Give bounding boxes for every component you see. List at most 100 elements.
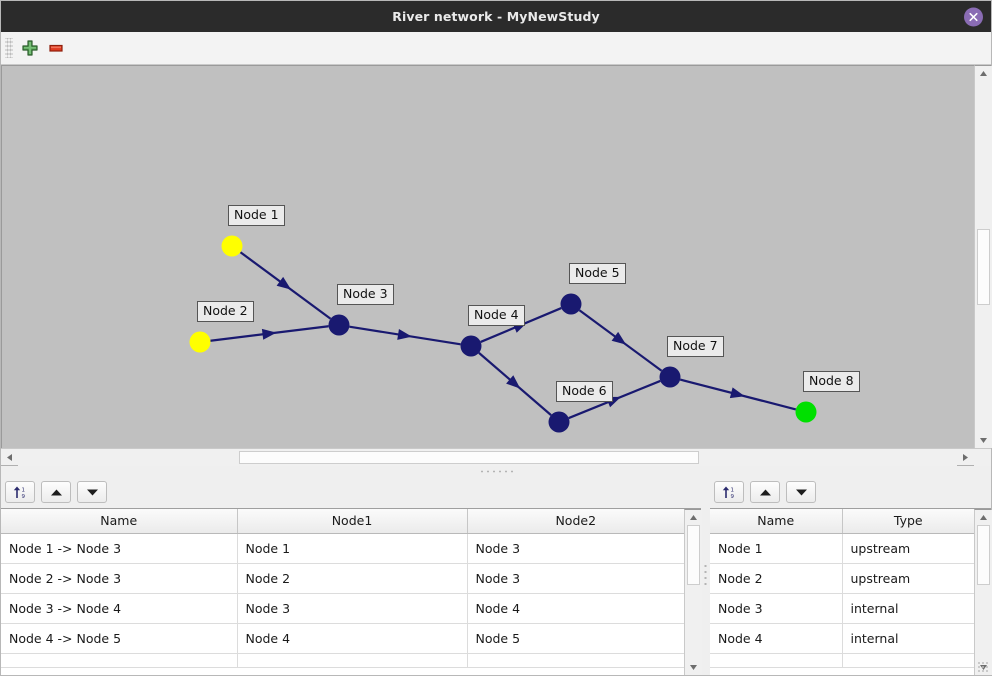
canvas-vertical-scrollbar[interactable] [974,65,992,448]
table-cell[interactable]: Node 4 -> Node 5 [1,623,238,654]
branch-column-header[interactable]: Node1 [237,509,468,534]
node-vscroll-track[interactable] [974,525,992,660]
scroll-up-arrow-icon[interactable] [974,510,992,525]
node-label-node-8[interactable]: Node 8 [803,371,860,392]
graph-node-node-1[interactable] [221,235,243,257]
window-title: River network - MyNewStudy [392,9,600,24]
node-label-node-4[interactable]: Node 4 [468,305,525,326]
node-label-node-3[interactable]: Node 3 [337,284,394,305]
node-column-header[interactable]: Type [842,509,974,534]
node-label-node-6[interactable]: Node 6 [556,381,613,402]
node-move-down-button[interactable] [786,481,816,503]
table-cell[interactable]: Node 3 [237,593,468,624]
table-cell-empty [842,653,974,668]
node-move-up-button[interactable] [750,481,780,503]
window-resize-grip[interactable] [977,661,989,673]
canvas-hscroll-track[interactable] [18,448,957,466]
scroll-up-arrow-icon[interactable] [974,66,992,81]
table-cell[interactable]: Node 3 [467,533,684,564]
graph-node-node-6[interactable] [548,411,570,433]
node-column-header[interactable]: Name [710,509,843,534]
branch-vscroll-track[interactable] [684,525,702,660]
node-label-node-7[interactable]: Node 7 [667,336,724,357]
scrollbar-corner [974,448,991,466]
graph-node-node-3[interactable] [328,314,350,336]
scroll-down-arrow-icon[interactable] [974,433,992,448]
branch-move-down-button[interactable] [77,481,107,503]
graph-node-node-4[interactable] [460,335,482,357]
node-label-node-5[interactable]: Node 5 [569,263,626,284]
node-label-node-2[interactable]: Node 2 [197,301,254,322]
network-canvas[interactable]: Node 1 Node 2 Node 3 Node 4 Node 5 Node 6 Node… [1,65,974,448]
scroll-down-arrow-icon[interactable] [684,660,702,675]
table-row-empty [1,653,684,668]
horizontal-splitter[interactable] [1,465,991,476]
table-cell[interactable]: Node 5 [467,623,684,654]
table-cell[interactable]: Node 2 -> Node 3 [1,563,238,594]
table-cell[interactable]: upstream [842,563,974,594]
table-cell[interactable]: Node 1 [710,533,843,564]
table-cell[interactable]: Node 4 [237,623,468,654]
node-layer [189,235,817,433]
table-row-empty [710,653,974,668]
close-icon[interactable] [964,7,983,26]
table-cell[interactable]: Node 2 [237,563,468,594]
table-cell[interactable]: Node 1 -> Node 3 [1,533,238,564]
table-cell[interactable]: Node 3 [710,593,843,624]
branch-move-up-button[interactable] [41,481,71,503]
remove-node-icon[interactable] [43,35,69,61]
graph-node-node-2[interactable] [189,331,211,353]
table-cell[interactable]: Node 3 [467,563,684,594]
table-cell[interactable]: upstream [842,533,974,564]
scroll-left-arrow-icon[interactable] [1,449,18,465]
node-sort-button[interactable]: 1 9 [714,481,744,503]
node-label-node-1[interactable]: Node 1 [228,205,285,226]
table-cell[interactable]: internal [842,623,974,654]
graph-node-node-8[interactable] [795,401,817,423]
branch-table-scrollbar[interactable] [684,509,702,675]
table-cell[interactable]: Node 4 [710,623,843,654]
branch-sort-button[interactable]: 1 9 [5,481,35,503]
branch-column-header[interactable]: Node2 [467,509,684,534]
table-cell-empty [467,653,684,668]
table-cell[interactable]: internal [842,593,974,624]
table-cell[interactable]: Node 2 [710,563,843,594]
table-cell[interactable]: Node 3 -> Node 4 [1,593,238,624]
edge-direction-arrow-icon [729,387,745,399]
graph-node-node-7[interactable] [659,366,681,388]
table-cell[interactable]: Node 1 [237,533,468,564]
node-vscroll-thumb[interactable] [976,525,990,585]
canvas-vscroll-track[interactable] [974,81,992,433]
scroll-right-arrow-icon[interactable] [957,449,974,465]
branch-column-header[interactable]: Name [1,509,238,534]
node-table-scrollbar[interactable] [974,509,992,675]
table-cell-empty [237,653,468,668]
canvas-vscroll-thumb[interactable] [976,229,990,305]
table-cell[interactable]: Node 4 [467,593,684,624]
scroll-up-arrow-icon[interactable] [684,510,702,525]
add-node-icon[interactable] [17,35,43,61]
graph-node-node-5[interactable] [560,293,582,315]
toolbar-drag-handle[interactable] [5,38,13,58]
branch-vscroll-thumb[interactable] [686,525,700,585]
canvas-hscroll-thumb[interactable] [239,450,699,464]
canvas-horizontal-scrollbar[interactable] [1,448,991,466]
edge-direction-arrow-icon [261,328,277,340]
vertical-splitter[interactable] [701,476,710,675]
